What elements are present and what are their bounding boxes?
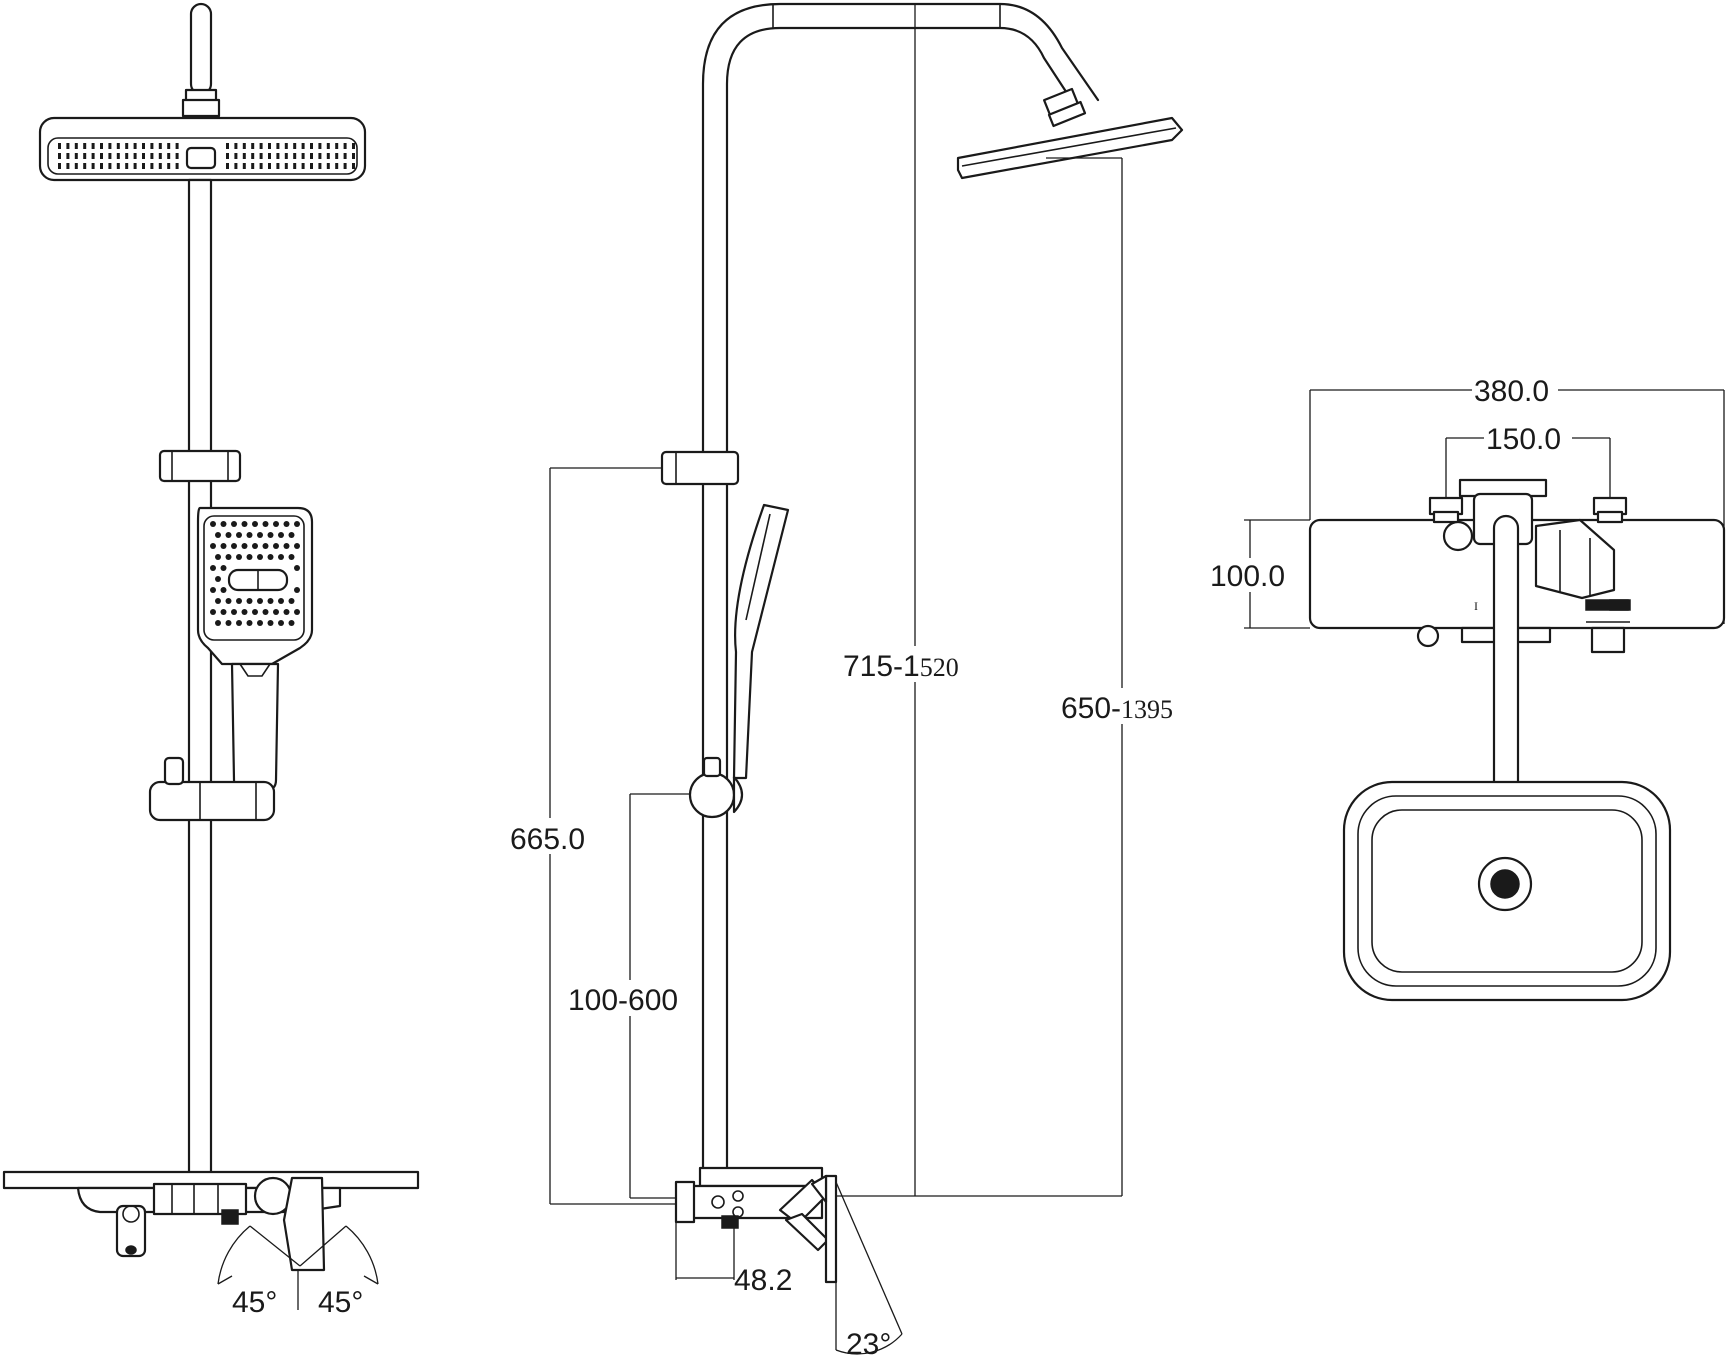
dim-inlet-offset: 48.2 [675,1222,792,1297]
hand-shower-holder-front [148,756,276,822]
side-slider-clamp [660,450,740,486]
rain-shower-head-top [1342,780,1672,1002]
hand-shower-side [732,503,790,780]
side-view: 665.0 100-600 715-1520 650-1395 [505,2,1194,1360]
front-view: 45° 45° [2,2,420,1319]
dim-width: 380.0 [1309,374,1725,624]
dim-100-600-label: 100-600 [568,984,678,1017]
hand-shower-front [196,506,314,792]
angle-right-label: 45° [318,1286,363,1319]
dim-spout-angle: 23° [835,1181,903,1360]
inlet-nut-right [1592,496,1628,524]
handle-angle-dimension: 45° 45° [217,1225,379,1319]
thermostatic-mixer-front [2,1170,420,1272]
hand-shower-holder-side [688,756,744,819]
dim-holder-range: 100-600 [565,793,695,1199]
dim-23-label: 23° [846,1328,891,1360]
dim-slider-height: 665.0 [505,467,676,1205]
hand-shower-nozzles [210,521,300,626]
dim-depth: 100.0 [1208,519,1310,629]
angle-left-label: 45° [232,1286,277,1319]
rain-head-nozzles [58,143,355,169]
front-slider-clamp [158,449,242,483]
dim-total-height: 715-1520 [836,4,982,1197]
dim-head-height: 650-1395 [915,157,1194,1197]
dim-centers: 150.0 [1445,422,1611,498]
dim-100-label: 100.0 [1210,560,1285,593]
thermostatic-mixer-side [674,1166,838,1284]
dim-380-label: 380.0 [1474,375,1549,408]
side-riser-pipe [701,2,1100,1170]
dim-48-label: 48.2 [734,1264,792,1297]
inlet-nut-left [1428,496,1464,524]
dim-650-label: 650-1395 [1061,692,1173,725]
dim-665-label: 665.0 [510,823,585,856]
rain-shower-head-front [38,116,367,182]
front-top-pipe [181,2,221,118]
top-view: I 380.0 [1208,374,1726,1002]
dim-150-label: 150.0 [1486,423,1561,456]
dim-715-label: 715-1520 [843,650,959,683]
front-riser-pipe [187,178,213,1182]
svg-text:I: I [1474,599,1478,613]
rain-shower-head-side [956,87,1184,180]
